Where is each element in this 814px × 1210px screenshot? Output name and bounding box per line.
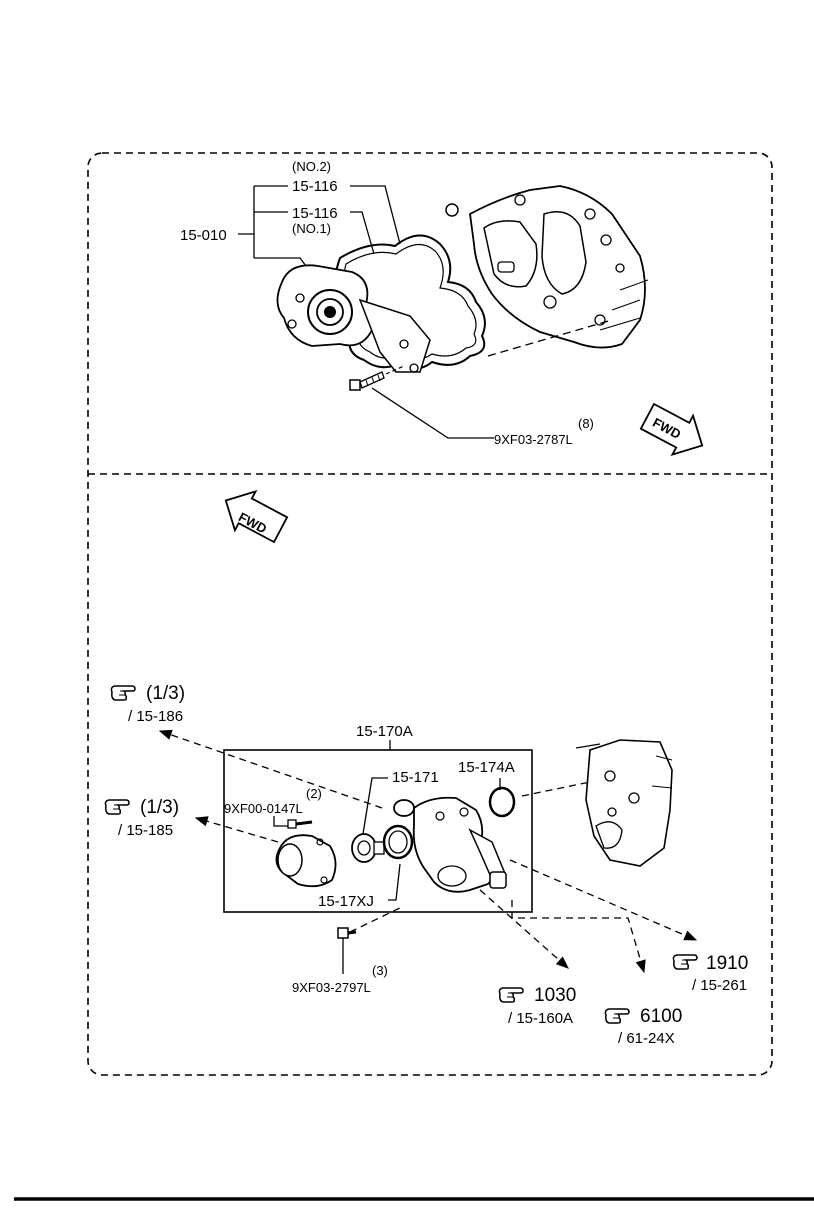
ref-code-15-185: / 15-185 [118,822,173,839]
pointing-hand-icon [604,1008,630,1024]
pointing-hand-icon [672,954,698,970]
upper-panel: (NO.2) 15-116 15-116 (NO.1) 15-010 [180,159,704,457]
pointing-hand-icon [110,685,136,701]
ref-code-15-186: / 15-186 [128,708,183,725]
assembly-box [223,749,533,913]
engine-block-drawing [445,185,649,349]
lower-panel: FWD (1/3) / 15-186 (1/3) / 15-185 15-170… [104,489,748,1047]
ref-page-15-185: (1/3) [140,797,179,818]
pointing-hand-icon [104,799,130,815]
gasket-no1-note: (NO.1) [292,221,331,236]
gasket-no1-part: 15-116 [292,205,338,222]
ref-page-6100: 6100 [640,1006,682,1027]
ref-code-61-24X: / 61-24X [618,1030,675,1047]
upper-bolt-part: 9XF03-2787L [494,432,573,447]
small-bolt-qty: (2) [306,786,322,801]
gasket-no2-part: 15-116 [292,178,338,195]
thermostat-housing-drawing [382,796,507,893]
upper-bolt-drawing [349,371,385,391]
seal-ring-drawing [488,786,516,818]
water-pump-part: 15-010 [180,227,227,244]
gasket-no2-note: (NO.2) [292,159,331,174]
lower-bolt-drawing [337,927,357,939]
water-pump-drawing [276,264,431,373]
ref-page-15-186: (1/3) [146,683,185,704]
small-bolt-drawing [287,819,313,829]
seal-ring-part: 15-174A [458,759,515,776]
fwd-arrow-icon: FWD [639,402,704,457]
ref-page-1030: 1030 [534,985,576,1006]
gasket-part: 15-17XJ [318,893,374,910]
thermostat-part: 15-171 [392,769,439,786]
engine-fragment-drawing [575,739,673,867]
ref-page-1910: 1910 [706,953,748,974]
fwd-arrow-icon [224,489,289,544]
upper-bolt-qty: (8) [578,416,594,431]
thermostat-cover-drawing [275,834,337,888]
lower-bolt-qty: (3) [372,963,388,978]
lower-bolt-part: 9XF03-2797L [292,980,371,995]
ref-code-15-160A: / 15-160A [508,1010,573,1027]
thermostat-drawing [351,833,385,863]
pointing-hand-icon [498,987,524,1003]
housing-assembly-part: 15-170A [356,723,413,740]
small-bolt-part: 9XF00-0147L [224,801,303,816]
diagram-frame [87,152,773,1076]
ref-code-15-261: / 15-261 [692,977,747,994]
